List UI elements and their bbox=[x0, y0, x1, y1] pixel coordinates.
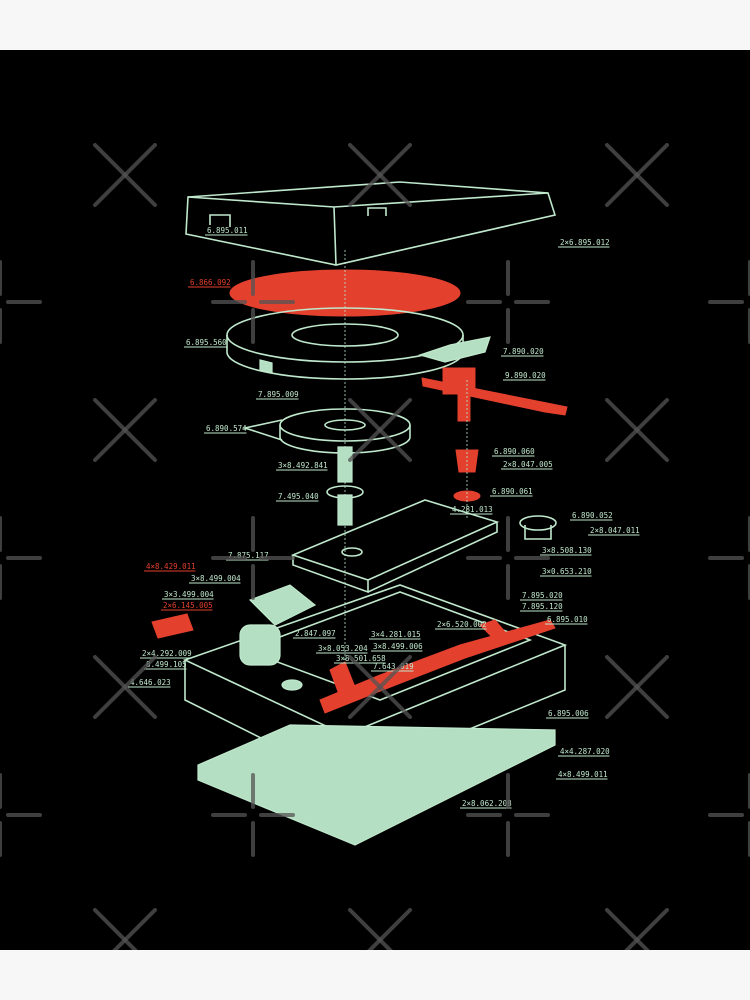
part-number-label: 6.895.011 bbox=[207, 226, 248, 235]
red-switch bbox=[151, 613, 194, 639]
watermark-x bbox=[624, 908, 669, 950]
part-number-label: 7.895.120 bbox=[522, 602, 563, 611]
part-number-label: 2×8.047.011 bbox=[590, 526, 640, 535]
part-number-label: 6.890.060 bbox=[494, 447, 535, 456]
part-number-label: 7.643.019 bbox=[373, 662, 414, 671]
part-number-label: 3×0.653.210 bbox=[542, 567, 592, 576]
watermark-x bbox=[605, 143, 669, 207]
part-number-label: 4×4.287.020 bbox=[560, 747, 610, 756]
watermark-x bbox=[348, 398, 412, 462]
watermark-x bbox=[93, 143, 157, 207]
part-number-label: 2×6.145.005 bbox=[163, 601, 213, 610]
part-number-label: 9.890.020 bbox=[505, 371, 546, 380]
sub-platter bbox=[241, 408, 411, 454]
mounting-plate bbox=[290, 499, 500, 594]
part-number-label: 2×8.062.208 bbox=[462, 799, 512, 808]
part-number-label: 3×8.501.658 bbox=[336, 654, 386, 663]
part-number-label: 2.847.097 bbox=[295, 629, 336, 638]
spindle-bearing bbox=[326, 446, 364, 526]
part-number-label: 4.281.013 bbox=[452, 505, 493, 514]
watermark-x bbox=[367, 908, 412, 950]
part-number-label: 6.895.010 bbox=[547, 615, 588, 624]
part-number-label: 3×8.508.130 bbox=[542, 546, 592, 555]
watermark-x bbox=[605, 655, 669, 719]
watermark-x bbox=[112, 908, 157, 950]
part-number-label: 6.890.574 bbox=[206, 424, 247, 433]
part-number-label: 2×6.520.002 bbox=[437, 620, 487, 629]
record-disc bbox=[229, 269, 461, 317]
part-number-label: 8.499.105 bbox=[146, 660, 187, 669]
part-number-label: 7.495.040 bbox=[278, 492, 319, 501]
watermark-x bbox=[348, 908, 393, 950]
watermark-x bbox=[93, 398, 157, 462]
watermark-x bbox=[605, 908, 650, 950]
part-number-label: 7.895.020 bbox=[522, 591, 563, 600]
watermark bbox=[0, 143, 750, 950]
part-number-label: 4.646.023 bbox=[130, 678, 171, 687]
part-number-label: 3×3.499.004 bbox=[164, 590, 214, 599]
tonearm bbox=[421, 367, 568, 502]
part-number-label: 3×8.499.004 bbox=[191, 574, 241, 583]
part-number-label: 3×8.499.006 bbox=[373, 642, 423, 651]
part-number-label: 6.895.560 bbox=[186, 338, 227, 347]
part-number-label: 3×8.492.841 bbox=[278, 461, 328, 470]
watermark-x bbox=[93, 655, 157, 719]
part-number-label: 4×8.499.011 bbox=[558, 770, 608, 779]
part-number-label: 3×4.281.015 bbox=[371, 630, 421, 639]
dust-cover bbox=[185, 181, 557, 266]
diagram-canvas: 6.895.011 2×6.895.012 6.866.092 6.895.560 7.… bbox=[0, 143, 750, 950]
turntable-exploded-diagram: 6.895.011 2×6.895.012 6.866.092 6.895.560 7.… bbox=[0, 50, 750, 950]
watermark-x bbox=[348, 655, 412, 719]
part-number-label: 4×8.429.011 bbox=[146, 562, 196, 571]
part-number-label: 2×8.047.005 bbox=[503, 460, 553, 469]
watermark-x bbox=[93, 908, 138, 950]
part-number-label: 6.890.061 bbox=[492, 487, 533, 496]
speed-knob bbox=[519, 515, 557, 540]
part-number-label: 6.895.006 bbox=[548, 709, 589, 718]
part-number-label: 2×4.292.009 bbox=[142, 649, 192, 658]
watermark-x bbox=[605, 398, 669, 462]
part-number-label: 7.895.009 bbox=[258, 390, 299, 399]
part-number-label: 3×8.053.204 bbox=[318, 644, 368, 653]
part-number-label: 2×6.895.012 bbox=[560, 238, 610, 247]
part-number-label: 7.890.020 bbox=[503, 347, 544, 356]
part-number-label: 7.875.117 bbox=[228, 551, 269, 560]
part-number-label: 6.890.052 bbox=[572, 511, 613, 520]
part-number-label: 6.866.092 bbox=[190, 278, 231, 287]
motor-arm bbox=[319, 619, 556, 714]
watermark-x bbox=[348, 143, 412, 207]
